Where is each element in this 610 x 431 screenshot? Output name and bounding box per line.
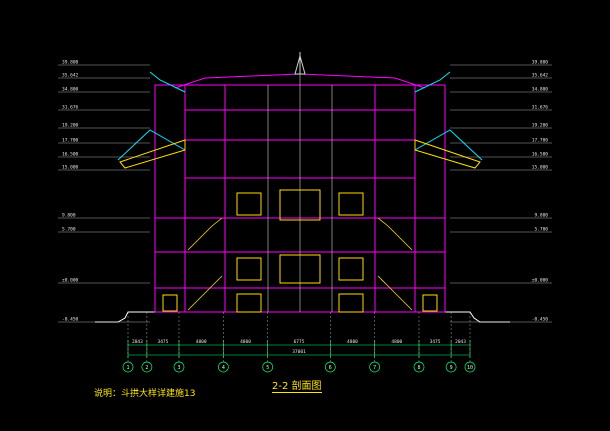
elevation-label: 9.800 <box>62 213 76 219</box>
elevation-label: 31.676 <box>62 105 79 111</box>
windows <box>162 189 438 313</box>
axis-bubble <box>122 361 134 373</box>
elevation-label: 5.700 <box>534 227 548 233</box>
axis-label: 2 <box>145 365 148 371</box>
elevations-left: 39.800 35.642 34.800 31.676 19.200 17.700 16.5… <box>58 60 150 323</box>
elevation-label: 34.800 <box>62 87 79 93</box>
axis-label: 8 <box>418 365 421 371</box>
span-label: 4800 <box>347 339 358 345</box>
elevation-label: 17.700 <box>532 138 549 144</box>
axis-label: 7 <box>373 365 376 371</box>
axis-bubble <box>369 361 381 373</box>
elevation-label: 16.500 <box>62 152 79 158</box>
elevation-label: 19.200 <box>532 123 549 129</box>
elevation-label: 35.642 <box>532 73 549 79</box>
axis-label: 4 <box>222 365 225 371</box>
total-span-label: 37001 <box>292 349 306 355</box>
elevation-label: ±0.000 <box>62 278 79 284</box>
span-label: 3475 <box>430 339 441 345</box>
elevation-label: 31.676 <box>532 105 549 111</box>
elevation-label: 15.000 <box>62 165 79 171</box>
roof <box>117 52 483 169</box>
axis-bubble <box>464 361 476 373</box>
axis-label: 5 <box>266 365 269 371</box>
axis-label: 10 <box>467 365 473 371</box>
elevation-label: 35.642 <box>62 73 79 79</box>
axis-bubble <box>141 361 153 373</box>
elevation-label: 34.800 <box>532 87 549 93</box>
span-label: 4800 <box>196 339 207 345</box>
axis-bubble <box>445 361 457 373</box>
elevation-label: 17.700 <box>62 138 79 144</box>
elevation-label: -0.450 <box>62 317 79 323</box>
elevation-label: -0.450 <box>532 317 549 323</box>
structural-grid <box>267 70 333 312</box>
axis-bubble <box>262 361 274 373</box>
axis-bubble <box>173 361 185 373</box>
axis-label: 1 <box>126 365 129 371</box>
elevation-label: 15.000 <box>532 165 549 171</box>
span-label: 4800 <box>391 339 402 345</box>
elevation-label: 16.500 <box>532 152 549 158</box>
axis-label: 9 <box>450 365 453 371</box>
span-label: 6775 <box>294 339 305 345</box>
ground-line <box>95 311 510 323</box>
span-label: 2043 <box>132 339 143 345</box>
axis-label: 3 <box>177 365 180 371</box>
section-title: 2-2 剖面图 <box>272 377 322 393</box>
drawing-note: 说明：斗拱大样详建施13 <box>94 389 196 399</box>
axis-bubbles: 1 2 3 4 5 6 7 8 9 10 <box>122 312 476 373</box>
elevations-right: 39.800 35.642 34.800 31.676 19.200 17.700 16.5… <box>450 60 552 323</box>
stairs <box>187 217 413 311</box>
dimension-labels: 2043 3475 4800 4800 6775 4800 4800 3475 2043 3700… <box>132 339 466 355</box>
elevation-label: 9.800 <box>534 213 548 219</box>
elevation-label: ±0.000 <box>532 278 549 284</box>
elevation-label: 39.800 <box>62 60 79 66</box>
axis-bubble <box>413 361 425 373</box>
dimension-chain <box>127 340 471 358</box>
axis-bubble <box>324 361 336 373</box>
elevation-label: 39.800 <box>532 60 549 66</box>
axis-label: 6 <box>329 365 332 371</box>
elevation-label: 5.700 <box>62 227 76 233</box>
span-label: 4800 <box>240 339 251 345</box>
axis-bubble <box>217 361 229 373</box>
span-label: 2043 <box>455 339 466 345</box>
span-label: 3475 <box>158 339 169 345</box>
elevation-label: 19.200 <box>62 123 79 129</box>
